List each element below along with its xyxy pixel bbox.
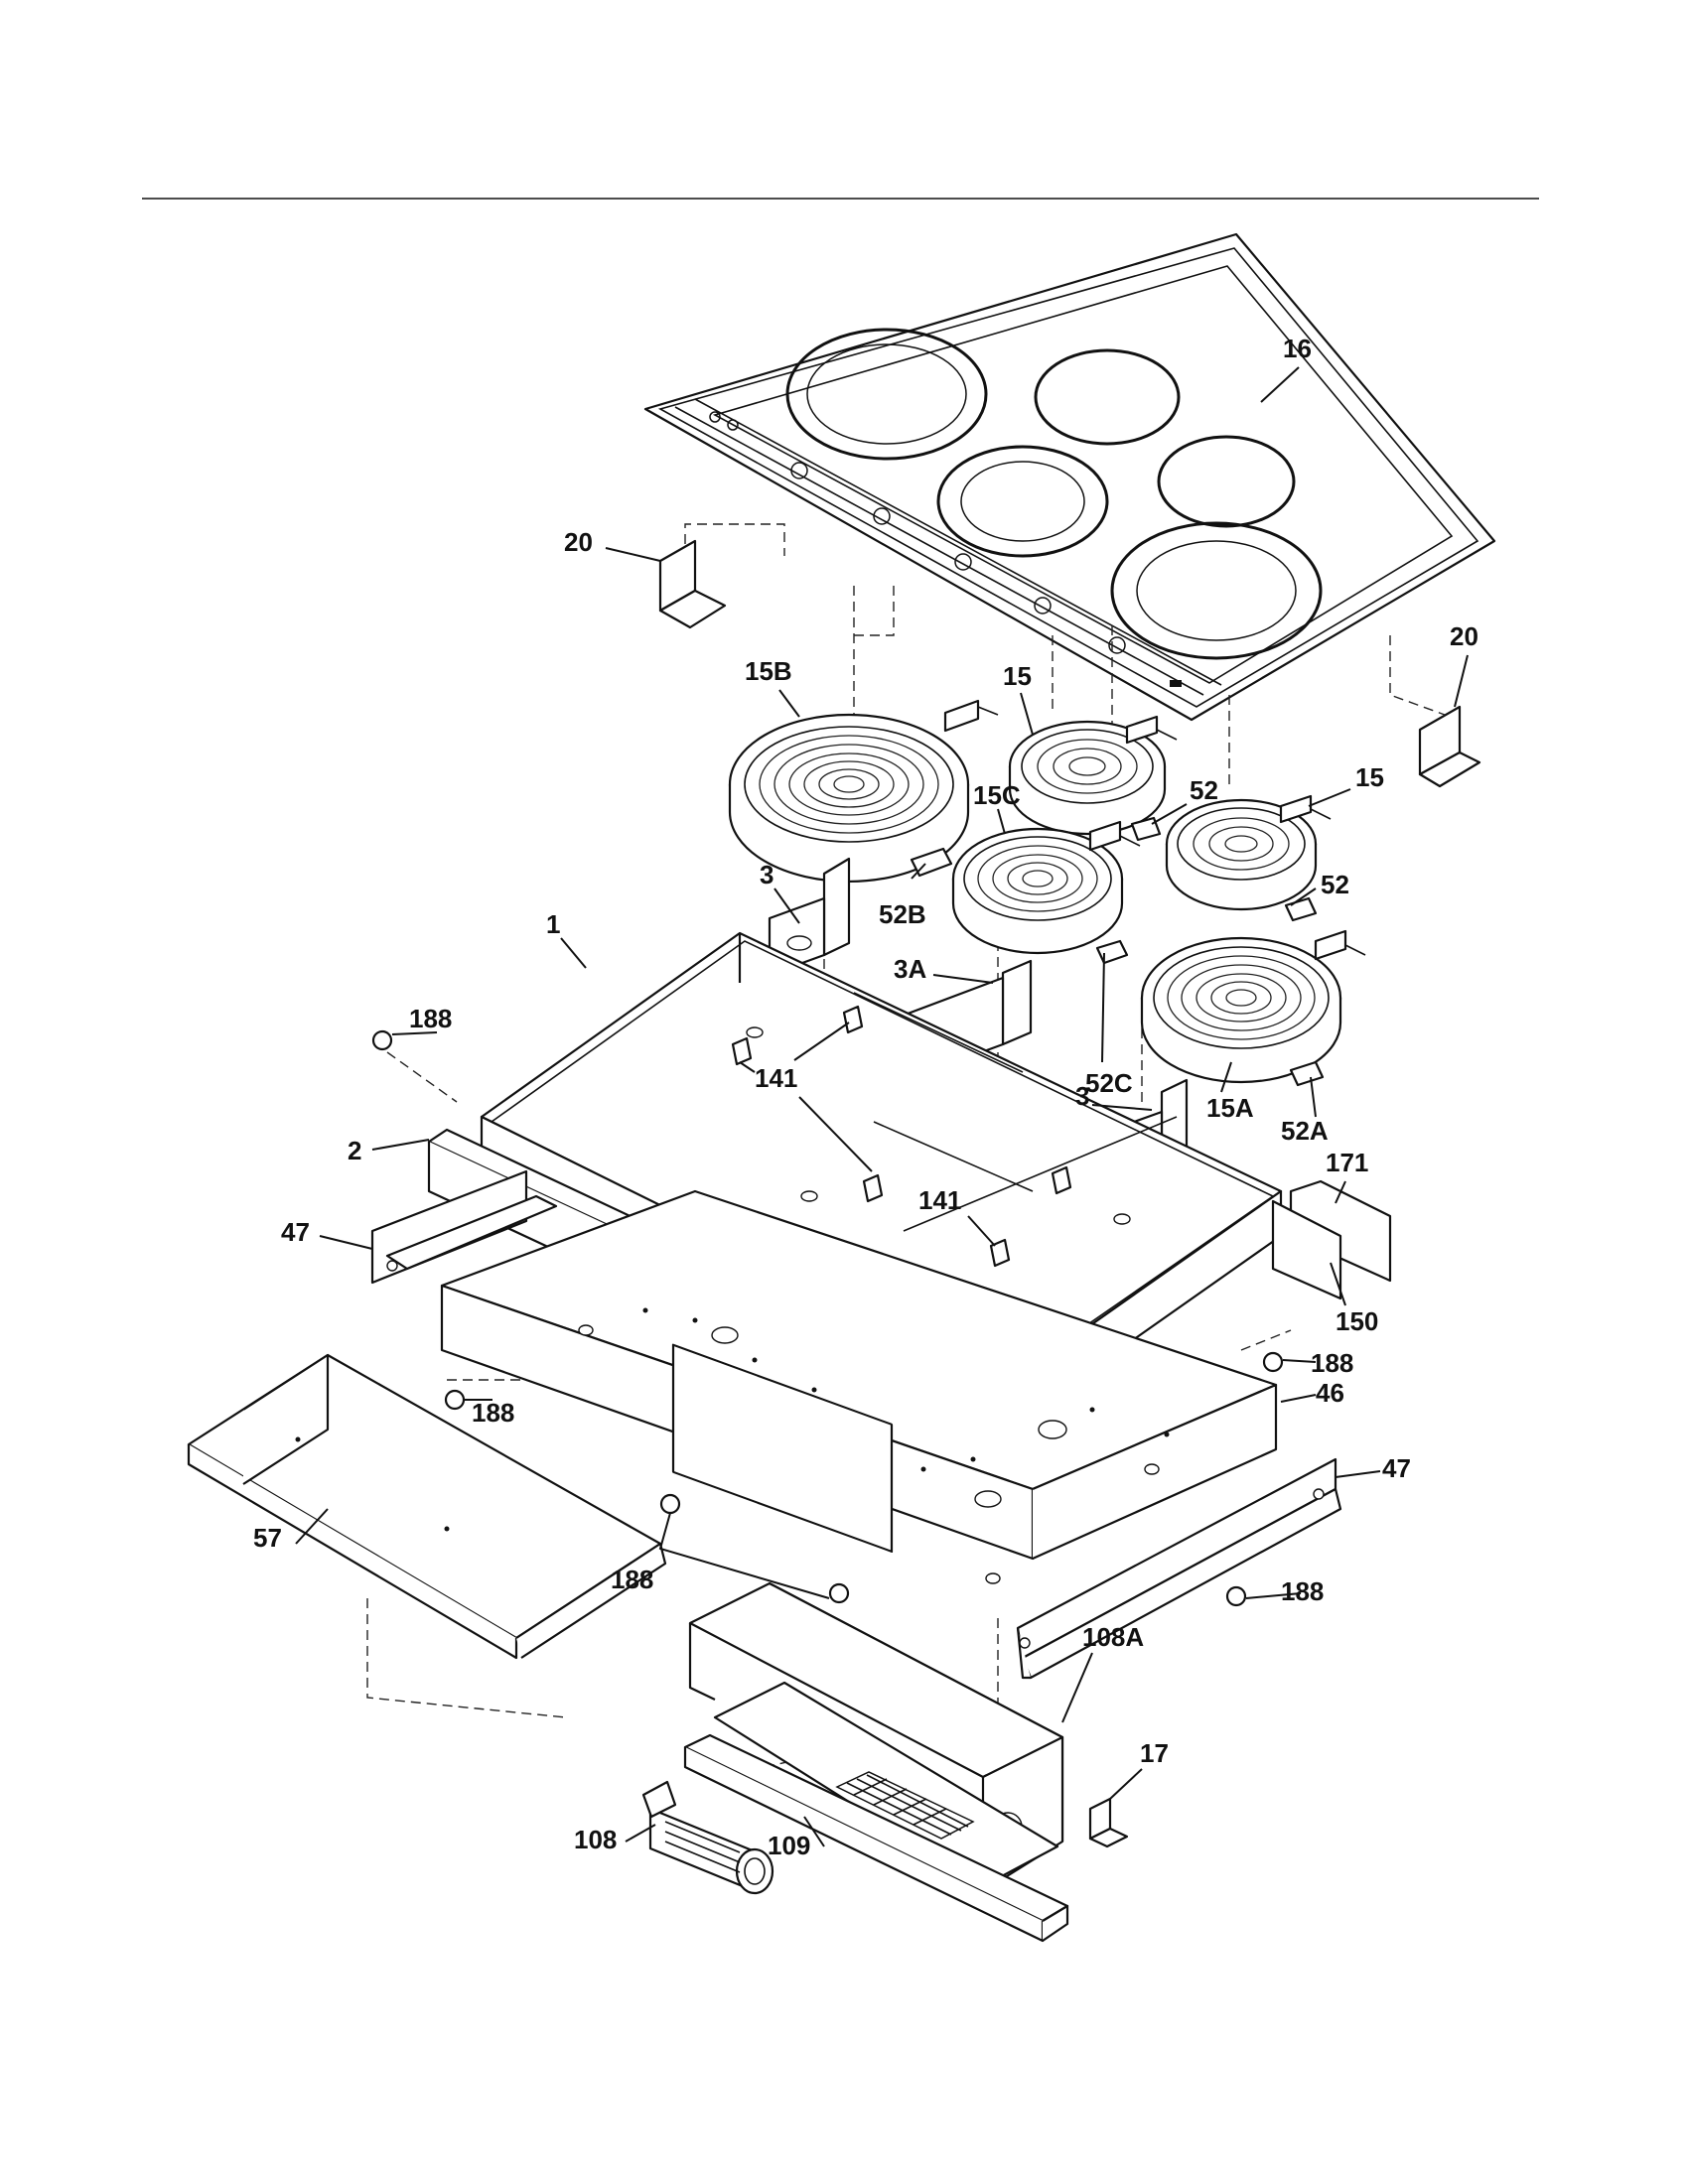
panel-part-150 — [1271, 1199, 1342, 1300]
radiant-element-part-15c — [951, 820, 1141, 965]
radiant-element-part-15-rear — [1008, 715, 1178, 842]
bottom-tray-part-46 — [440, 1189, 1278, 1584]
glass-element-large-rear — [785, 328, 988, 461]
callout-188-center-left: 188 — [472, 1398, 514, 1428]
callout-labels: 16 20 20 15B 15 15C 52 15 52 3 52B 1 3A … — [253, 334, 1478, 1860]
callout-47-left: 47 — [281, 1217, 310, 1247]
callout-108a: 108A — [1082, 1622, 1144, 1652]
bracket-part-20-left — [658, 539, 727, 629]
callout-109: 109 — [768, 1831, 810, 1860]
callout-20-left: 20 — [564, 527, 593, 557]
touch-control-icons — [709, 411, 1182, 687]
channel-part-47-left — [370, 1169, 558, 1285]
glass-element-right-center — [1157, 435, 1296, 528]
bracket-part-20-right — [1418, 705, 1481, 788]
callout-188-bottom-center: 188 — [611, 1565, 653, 1594]
base-channel-part-109 — [683, 1733, 1069, 1943]
callout-3-right: 3 — [1075, 1081, 1089, 1111]
vent-grille — [835, 1771, 975, 1840]
callout-3-left: 3 — [760, 860, 774, 889]
callout-52b: 52B — [879, 899, 926, 929]
callout-171: 171 — [1326, 1148, 1368, 1177]
glass-element-large-front — [1110, 521, 1323, 660]
glass-element-center — [936, 445, 1109, 558]
front-tray-part-57 — [187, 1353, 667, 1660]
callout-57: 57 — [253, 1523, 282, 1553]
callout-52a: 52A — [1281, 1116, 1329, 1146]
callout-16: 16 — [1283, 334, 1312, 363]
callout-108: 108 — [574, 1825, 617, 1854]
callout-188-right-lower: 188 — [1281, 1576, 1324, 1606]
callout-150: 150 — [1336, 1306, 1378, 1336]
blower-motor-part-108 — [641, 1780, 774, 1895]
callout-15b: 15B — [745, 656, 792, 686]
glass-cooktop-part-16 — [643, 232, 1496, 722]
callout-17: 17 — [1140, 1738, 1169, 1768]
callout-188-right-upper: 188 — [1311, 1348, 1353, 1378]
callout-141-right: 141 — [918, 1185, 961, 1215]
callout-20-right: 20 — [1450, 621, 1478, 651]
glass-element-right-rear — [1034, 348, 1181, 446]
callout-46: 46 — [1316, 1378, 1344, 1408]
callout-3a: 3A — [894, 954, 926, 984]
radiant-element-part-15b — [728, 699, 999, 884]
callout-15-right: 15 — [1355, 762, 1384, 792]
callout-47-right: 47 — [1382, 1453, 1411, 1483]
limiter-switch-part-141 — [731, 1005, 1072, 1268]
callout-15c: 15C — [973, 780, 1021, 810]
channel-part-47-right — [1016, 1457, 1342, 1680]
radiant-element-part-15-right — [1165, 794, 1332, 922]
callout-15-rear: 15 — [1003, 661, 1032, 691]
bracket-part-17 — [1088, 1797, 1129, 1848]
blower-housing-part-108a — [688, 1581, 1064, 1893]
callout-52c: 52C — [1085, 1068, 1133, 1098]
callout-52-rear: 52 — [1190, 775, 1218, 805]
callout-2: 2 — [348, 1136, 361, 1165]
callout-15a: 15A — [1206, 1093, 1254, 1123]
radiant-element-part-15a — [1140, 929, 1366, 1087]
callout-52-right: 52 — [1321, 870, 1349, 899]
leader-lines — [295, 366, 1469, 1847]
callout-188-top-left: 188 — [409, 1004, 452, 1033]
callout-1: 1 — [546, 909, 560, 939]
callout-141-left: 141 — [755, 1063, 797, 1093]
